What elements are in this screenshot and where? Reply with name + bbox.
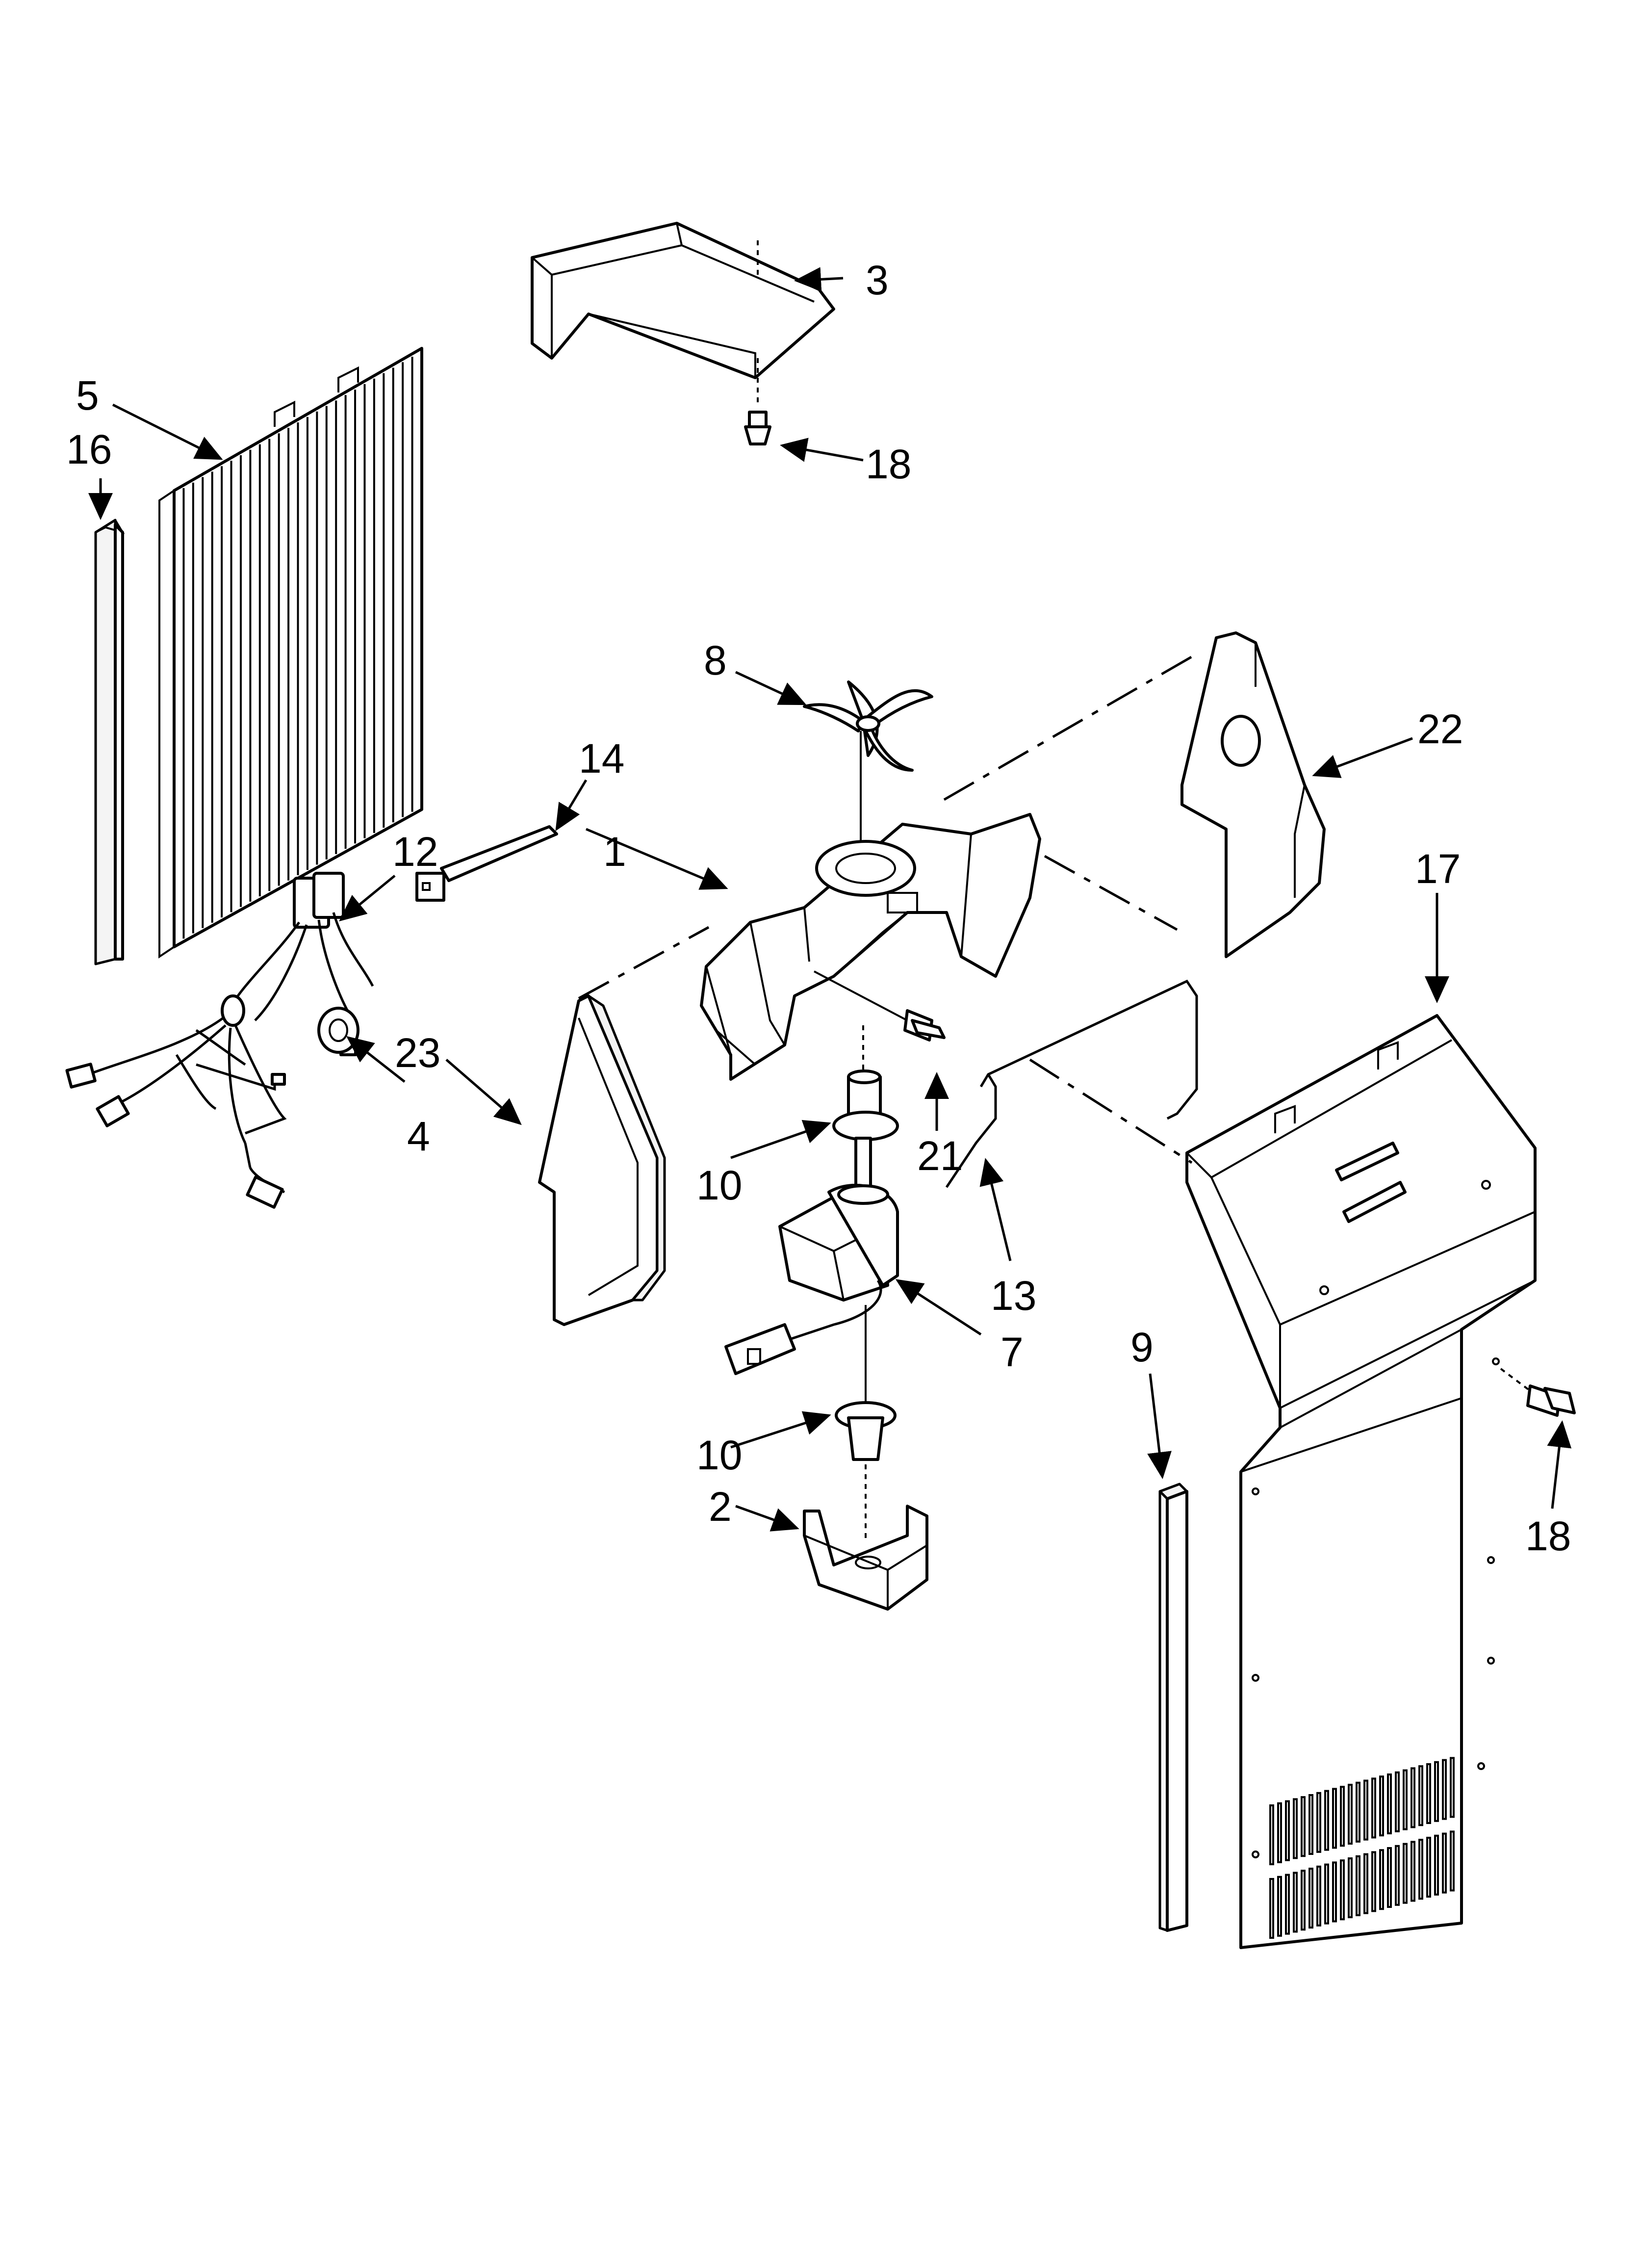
callout-12: 12 bbox=[392, 829, 438, 875]
vent-slot bbox=[1411, 1767, 1415, 1828]
vent-slot bbox=[1269, 1878, 1274, 1939]
vent-slot bbox=[1277, 1876, 1282, 1937]
vent-slot bbox=[1348, 1857, 1353, 1918]
callout-10-upper: 10 bbox=[696, 1162, 742, 1208]
vent-slot bbox=[1395, 1845, 1400, 1906]
callout-23: 23 bbox=[395, 1030, 440, 1076]
vent-slot bbox=[1316, 1792, 1321, 1853]
callout-3: 3 bbox=[866, 257, 889, 303]
alignment-lines bbox=[578, 651, 1200, 1164]
part-14-cable-tie bbox=[415, 825, 558, 902]
vent-slot bbox=[1371, 1777, 1376, 1839]
callout-2: 2 bbox=[709, 1484, 732, 1530]
part-10-bushing-lower bbox=[835, 1401, 897, 1540]
vent-slot bbox=[1379, 1775, 1384, 1837]
vent-slot bbox=[1426, 1763, 1431, 1824]
callout-7: 7 bbox=[1001, 1329, 1024, 1375]
callout-17: 17 bbox=[1415, 846, 1461, 892]
part-3-top-shroud bbox=[531, 222, 835, 402]
part-17-rear-panel bbox=[1185, 1014, 1537, 1949]
callout-22: 22 bbox=[1417, 706, 1463, 752]
vent-slot bbox=[1411, 1841, 1415, 1902]
vent-slot bbox=[1340, 1786, 1345, 1847]
part-18-screw-top bbox=[744, 411, 771, 445]
vent-slot bbox=[1269, 1804, 1274, 1865]
vent-slot bbox=[1324, 1790, 1329, 1851]
vent-slot bbox=[1301, 1870, 1306, 1931]
callout-21: 21 bbox=[917, 1133, 963, 1179]
part-1-fan-housing bbox=[700, 813, 1041, 1081]
callout-1: 1 bbox=[603, 829, 626, 875]
part-22-right-baffle bbox=[1180, 631, 1326, 958]
vent-slot bbox=[1356, 1855, 1360, 1916]
vent-slot bbox=[1426, 1837, 1431, 1898]
callout-16: 16 bbox=[66, 426, 112, 472]
callout-4: 4 bbox=[407, 1113, 430, 1159]
callout-13: 13 bbox=[991, 1273, 1036, 1319]
part-5-grille bbox=[158, 347, 423, 959]
vent-slot bbox=[1308, 1794, 1313, 1855]
vent-slot bbox=[1387, 1847, 1392, 1908]
part-16-strip-left bbox=[94, 519, 125, 965]
part-13-wire bbox=[945, 979, 1198, 1188]
part-18-screw-right bbox=[1500, 1368, 1576, 1417]
vent-slot bbox=[1285, 1874, 1290, 1935]
callout-18-top: 18 bbox=[866, 441, 911, 487]
vent-slot bbox=[1371, 1851, 1376, 1912]
callout-8: 8 bbox=[704, 637, 727, 683]
part-7-fan-motor bbox=[724, 1137, 899, 1403]
vent-slot bbox=[1387, 1773, 1392, 1834]
vent-slot bbox=[1293, 1872, 1298, 1933]
callout-5: 5 bbox=[76, 372, 99, 418]
vent-slot bbox=[1332, 1788, 1337, 1849]
part-21-screw bbox=[814, 970, 946, 1042]
leader-lines bbox=[88, 267, 1572, 1532]
vent-slot bbox=[1356, 1781, 1360, 1843]
vent-slot bbox=[1418, 1839, 1423, 1900]
vent-slot bbox=[1332, 1861, 1337, 1923]
vent-slot bbox=[1301, 1796, 1306, 1857]
part-4-grommet bbox=[317, 1007, 359, 1054]
vent-slot bbox=[1277, 1802, 1282, 1863]
vent-slot bbox=[1285, 1800, 1290, 1861]
vent-slot bbox=[1363, 1779, 1368, 1841]
vent-slot bbox=[1450, 1830, 1455, 1892]
callout-14: 14 bbox=[579, 735, 624, 782]
vent-slot bbox=[1340, 1859, 1345, 1921]
vent-slot bbox=[1363, 1853, 1368, 1914]
vent-slot bbox=[1348, 1784, 1353, 1845]
vent-slot bbox=[1442, 1759, 1447, 1820]
vent-slot bbox=[1395, 1771, 1400, 1832]
vent-slot bbox=[1450, 1757, 1455, 1818]
callout-9: 9 bbox=[1130, 1324, 1154, 1370]
callout-labels: 3 18 5 16 8 22 14 1 12 17 23 4 21 10 13 … bbox=[66, 257, 1571, 1559]
vent-slot bbox=[1293, 1798, 1298, 1859]
vent-slot bbox=[1403, 1843, 1408, 1904]
part-2-bracket bbox=[803, 1505, 928, 1611]
part-23-left-baffle bbox=[538, 994, 666, 1326]
vent-slot bbox=[1316, 1865, 1321, 1927]
vent-slot bbox=[1403, 1769, 1408, 1830]
part-9-strip-right bbox=[1158, 1483, 1188, 1932]
vent-slot bbox=[1324, 1863, 1329, 1925]
part-10-bushing-upper bbox=[832, 1025, 899, 1141]
vent-slot bbox=[1434, 1834, 1439, 1896]
vent-slot bbox=[1379, 1849, 1384, 1910]
vent-slot bbox=[1418, 1765, 1423, 1826]
vent-slot bbox=[1442, 1832, 1447, 1894]
vent-slot bbox=[1308, 1868, 1313, 1929]
callout-10-lower: 10 bbox=[696, 1432, 742, 1478]
callout-18-right: 18 bbox=[1525, 1513, 1571, 1559]
vent-slot bbox=[1434, 1761, 1439, 1822]
